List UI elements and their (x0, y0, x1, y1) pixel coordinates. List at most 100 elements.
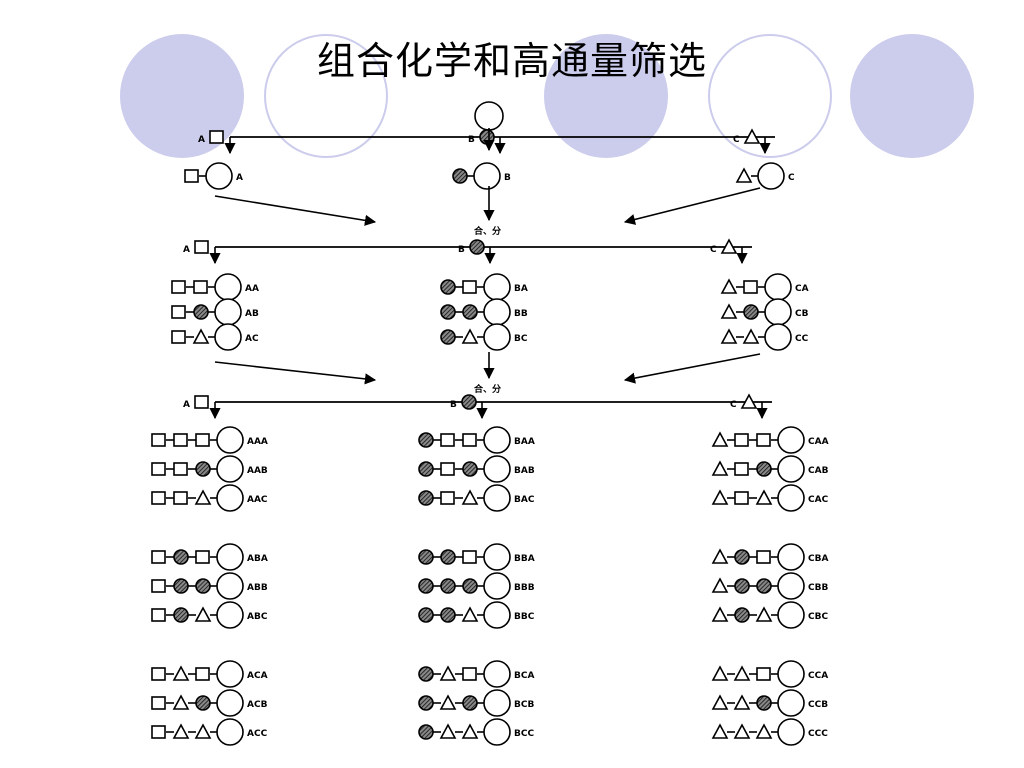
square-icon (756, 550, 771, 564)
triangle-icon (720, 238, 738, 254)
compound-label: AAC (247, 495, 268, 505)
merge-arrow-left (214, 361, 377, 385)
square-icon (734, 491, 749, 505)
compound-label: BAA (514, 437, 535, 447)
compound-label: CCC (808, 729, 828, 739)
resin-bead (216, 543, 244, 571)
hatched-circle-icon (469, 239, 485, 255)
square-icon (173, 491, 188, 505)
compound-label: CAB (808, 466, 829, 476)
slide-title: 组合化学和高通量筛选 (316, 39, 707, 83)
resin-bead (483, 455, 511, 483)
compound-label: BAB (514, 466, 535, 476)
triangle-icon (172, 694, 190, 710)
resin-bead (483, 689, 511, 717)
block-label: B (458, 245, 465, 255)
hatched-circle-icon (440, 304, 456, 320)
triangle-icon (720, 328, 738, 344)
triangle-icon (711, 694, 729, 710)
hatched-circle-icon (440, 578, 456, 594)
triangle-icon (743, 128, 761, 144)
triangle-icon (461, 328, 479, 344)
square-icon (151, 725, 166, 739)
compound-label: AAA (247, 437, 268, 447)
resin-bead (214, 273, 242, 301)
triangle-icon (439, 694, 457, 710)
resin-bead (483, 660, 511, 688)
triangle-icon (439, 723, 457, 739)
resin-bead (777, 689, 805, 717)
square-icon (209, 130, 224, 144)
hatched-circle-icon (195, 461, 211, 477)
square-icon (756, 433, 771, 447)
square-icon (195, 667, 210, 681)
square-icon (151, 579, 166, 593)
hatched-circle-icon (479, 129, 495, 145)
triangle-icon (755, 606, 773, 622)
block-label: A (183, 400, 190, 410)
block-label: A (198, 135, 205, 145)
hatched-circle-icon (418, 549, 434, 565)
resin-bead (777, 660, 805, 688)
merge-arrow-right (623, 353, 761, 384)
merge-arrow-right (623, 187, 761, 225)
merge-label: 合、分 (474, 225, 501, 237)
triangle-icon (194, 489, 212, 505)
square-icon (734, 433, 749, 447)
compound-label: BB (514, 309, 528, 319)
hatched-circle-icon (418, 607, 434, 623)
compound-label: BCC (514, 729, 534, 739)
square-icon (195, 550, 210, 564)
hatched-circle-icon (440, 329, 456, 345)
merge-label: 合、分 (474, 383, 501, 395)
triangle-icon (711, 606, 729, 622)
square-icon (151, 696, 166, 710)
hatched-circle-icon (756, 461, 772, 477)
hatched-circle-icon (193, 304, 209, 320)
compound-label: ACC (247, 729, 268, 739)
square-icon (194, 395, 209, 409)
triangle-icon (172, 665, 190, 681)
block-label: C (710, 245, 717, 255)
resin-bead (216, 455, 244, 483)
hatched-circle-icon (173, 607, 189, 623)
compound-label: AA (245, 284, 259, 294)
square-icon (440, 433, 455, 447)
hatched-circle-icon (462, 461, 478, 477)
triangle-icon (439, 665, 457, 681)
resin-bead (214, 323, 242, 351)
resin-bead (777, 572, 805, 600)
resin-bead (216, 718, 244, 746)
hatched-circle-icon (418, 695, 434, 711)
square-icon (151, 667, 166, 681)
resin-bead (483, 298, 511, 326)
triangle-icon (755, 489, 773, 505)
square-icon (195, 433, 210, 447)
block-label: C (733, 135, 740, 145)
resin-bead (777, 718, 805, 746)
square-icon (462, 280, 477, 294)
compound-label: AAB (247, 466, 268, 476)
resin-bead (473, 162, 501, 190)
square-icon (173, 433, 188, 447)
compound-label: BBB (514, 583, 535, 593)
resin-bead (483, 543, 511, 571)
triangle-icon (711, 665, 729, 681)
compound-label: AC (245, 334, 259, 344)
hatched-circle-icon (743, 304, 759, 320)
triangle-icon (742, 328, 760, 344)
hatched-circle-icon (462, 578, 478, 594)
hatched-circle-icon (756, 578, 772, 594)
resin-bead (483, 572, 511, 600)
square-icon (462, 667, 477, 681)
square-icon (743, 280, 758, 294)
compound-label: CBB (808, 583, 828, 593)
triangle-icon (172, 723, 190, 739)
block-label: B (450, 400, 457, 410)
triangle-icon (194, 606, 212, 622)
compound-label: CCA (808, 671, 828, 681)
resin-bead (483, 323, 511, 351)
square-icon (734, 462, 749, 476)
hatched-circle-icon (195, 695, 211, 711)
